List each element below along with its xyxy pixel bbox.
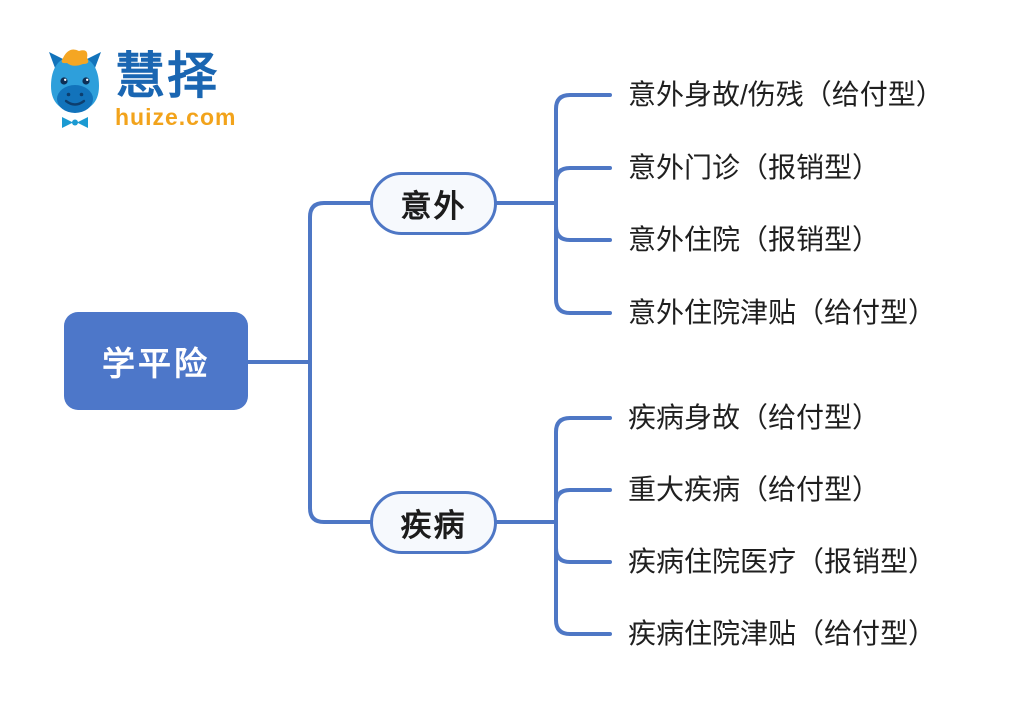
leaf-illness-death: 疾病身故（给付型）	[628, 402, 881, 433]
root-node-xuepingxian: 学平险	[64, 312, 248, 410]
branch-node-accident: 意外	[370, 172, 497, 235]
leaf-accident-hospitalization: 意外住院（报销型）	[628, 224, 881, 255]
huize-mascot-icon	[49, 49, 101, 128]
brand-domain: huize.com	[115, 104, 237, 130]
leaf-accident-outpatient: 意外门诊（报销型）	[628, 152, 881, 183]
leaf-critical-illness: 重大疾病（给付型）	[628, 474, 881, 505]
leaf-accident-death-disability: 意外身故/伤残（给付型）	[628, 79, 944, 110]
leaf-illness-hospital-medical: 疾病住院医疗（报销型）	[628, 546, 937, 577]
leaf-accident-hospital-allowance: 意外住院津贴（给付型）	[628, 297, 937, 328]
leaf-illness-hospital-allowance: 疾病住院津贴（给付型）	[628, 618, 937, 649]
brand-name: 慧择	[115, 48, 219, 104]
branch-node-illness: 疾病	[370, 491, 497, 554]
huize-logo: 慧择 huize.com	[45, 48, 236, 136]
